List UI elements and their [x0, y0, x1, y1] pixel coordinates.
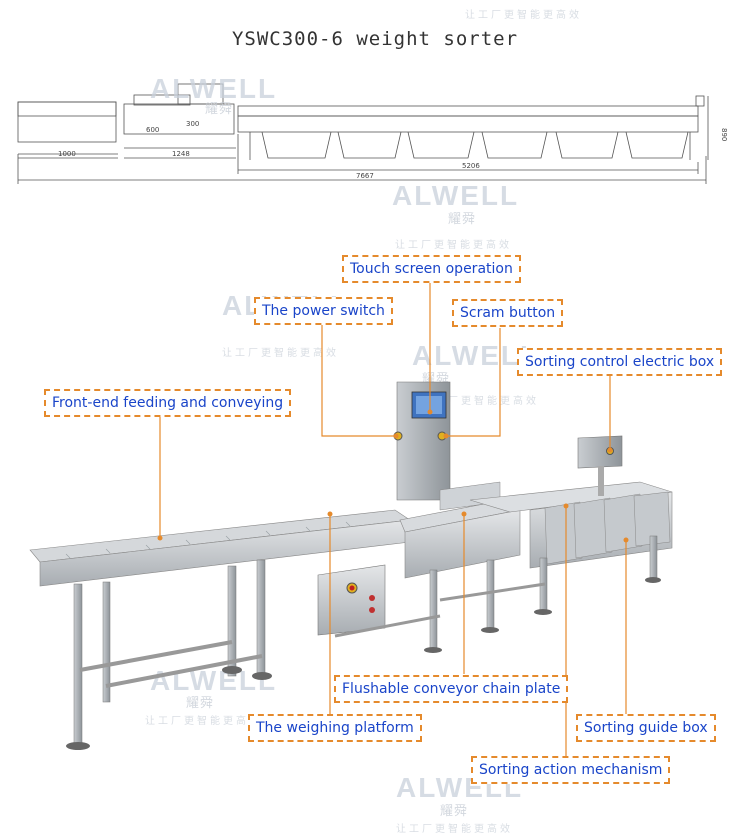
watermark-slogan: 让工厂更智能更高效 — [222, 348, 339, 359]
watermark-cn: 耀舜 — [448, 212, 477, 227]
watermark-slogan: 让工厂更智能更高效 — [422, 396, 539, 407]
dim-890: 890 — [720, 128, 728, 141]
watermark-slogan: 让工厂更智能更高效 — [145, 716, 262, 727]
dim-300: 300 — [186, 120, 199, 128]
watermark-slogan: 让工厂更智能更高效 — [396, 824, 513, 835]
callout-chain-plate: Flushable conveyor chain plate — [334, 675, 569, 703]
callout-weighing-platform: The weighing platform — [248, 714, 422, 742]
watermark-cn: 耀舜 — [205, 102, 234, 117]
callout-sorting-action: Sorting action mechanism — [471, 756, 671, 784]
dim-1000: 1000 — [58, 150, 76, 158]
dim-5206: 5206 — [462, 162, 480, 170]
dim-1248: 1248 — [172, 150, 190, 158]
callout-scram-button: Scram button — [452, 299, 564, 327]
watermark-logo: ALWELL — [150, 665, 278, 696]
watermark-cn: 耀舜 — [186, 696, 215, 711]
watermark-logo: ALWELL — [412, 340, 540, 371]
dim-600: 600 — [146, 126, 159, 134]
page-title: YSWC300-6 weight sorter — [231, 28, 519, 50]
watermark-slogan: 让工厂更智能更高效 — [395, 240, 512, 251]
callout-power-switch: The power switch — [254, 297, 393, 325]
callout-front-end-feeding: Front-end feeding and conveying — [44, 389, 292, 417]
callout-sorting-guide-box: Sorting guide box — [576, 714, 716, 742]
watermark-logo: ALWELL — [392, 180, 520, 211]
dim-7667: 7667 — [356, 172, 374, 180]
watermark-cn: 耀舜 — [440, 804, 469, 819]
callout-touch-screen: Touch screen operation — [342, 255, 521, 283]
watermark-slogan: 让工厂更智能更高效 — [465, 10, 582, 21]
callout-sorting-control-box: Sorting control electric box — [517, 348, 723, 376]
technical-drawing: 600 300 1000 1248 5206 7667 890 — [17, 83, 728, 184]
watermark-logo: ALWELL — [150, 73, 278, 104]
